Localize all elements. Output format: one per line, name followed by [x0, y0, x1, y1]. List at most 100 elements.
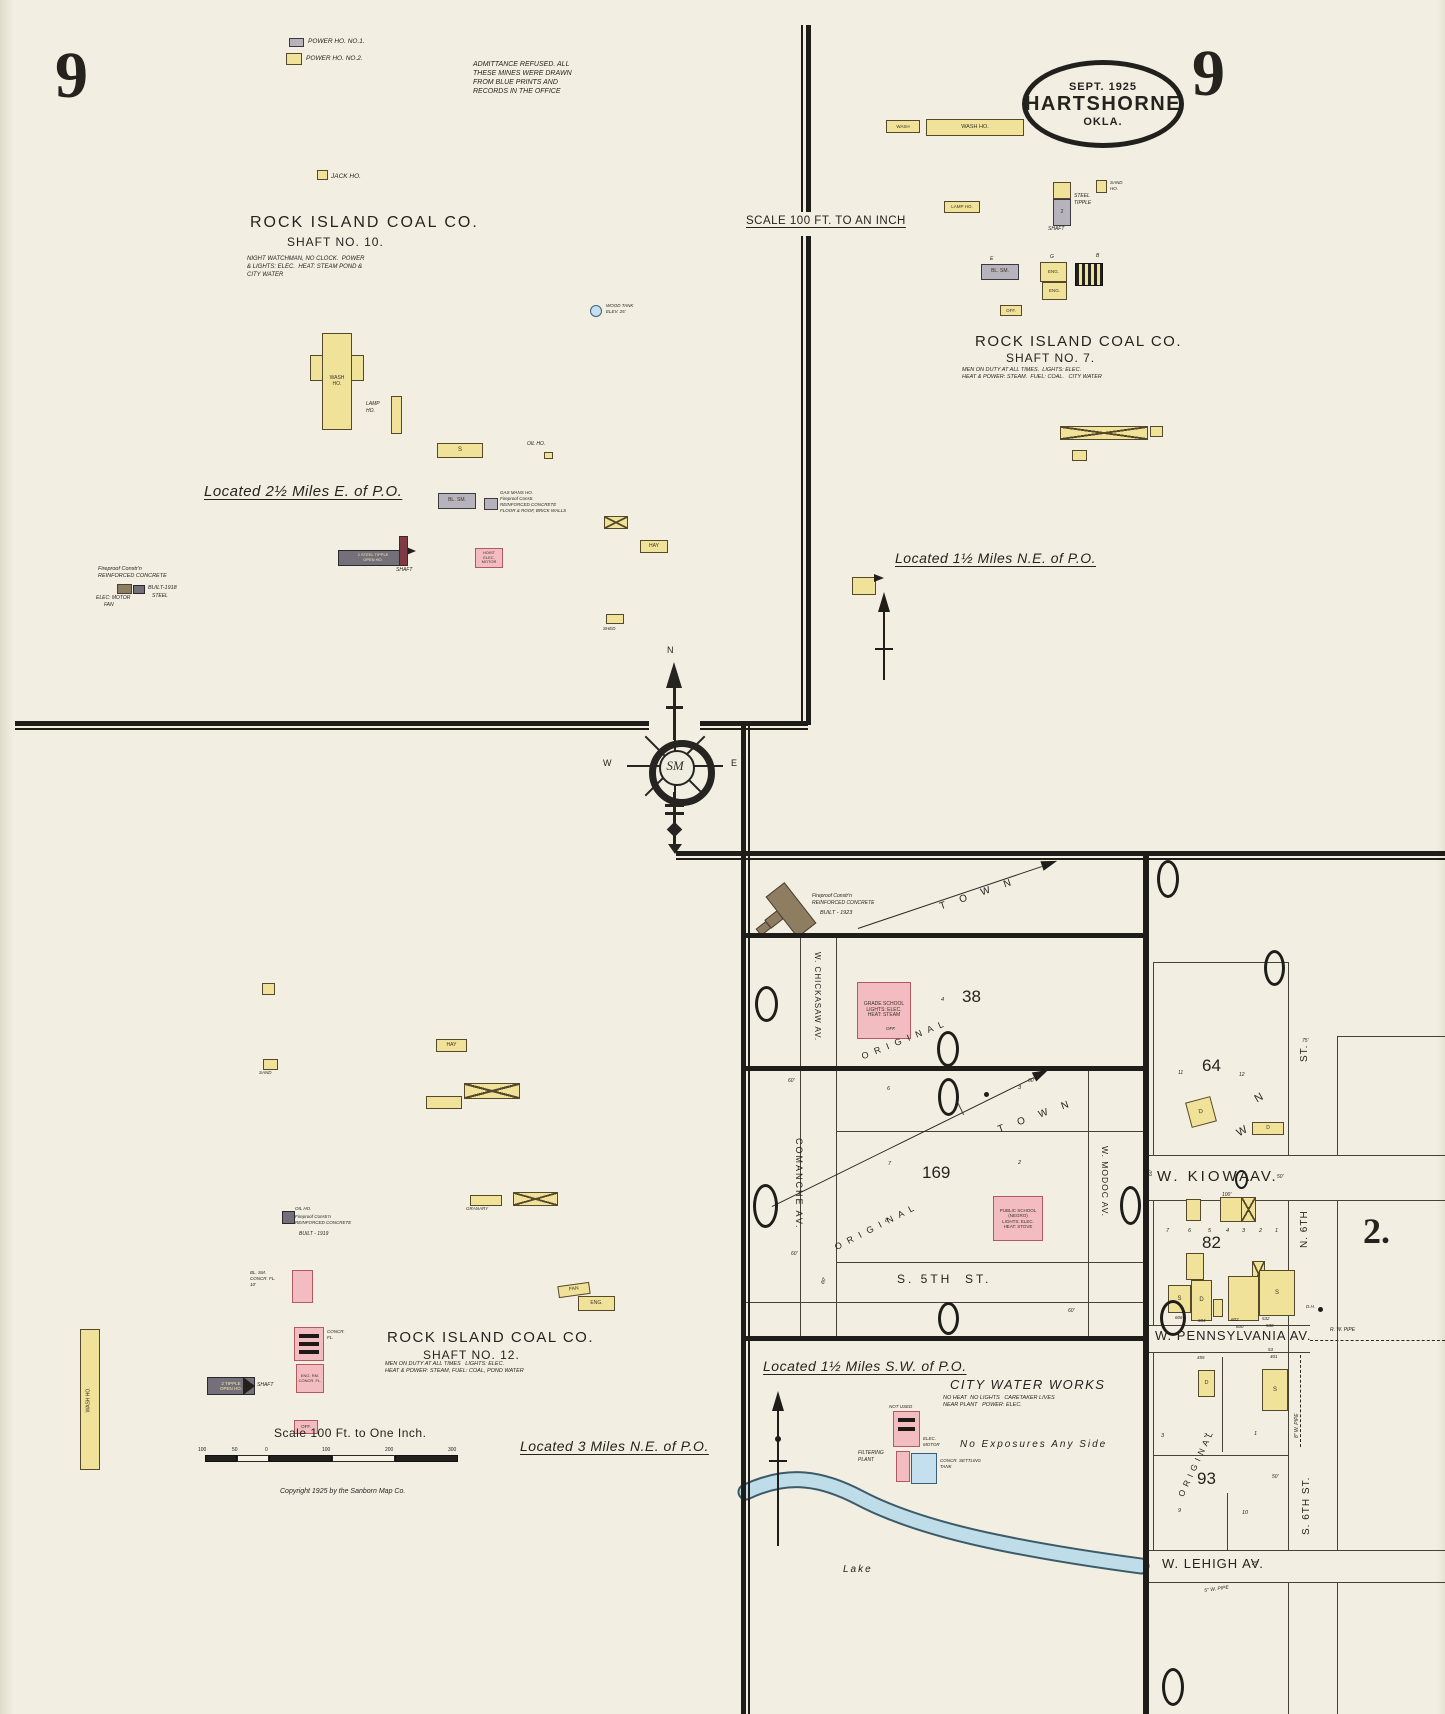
stamp-title: HARTSHORNE [1024, 92, 1182, 115]
compass-inner-circle [659, 750, 695, 786]
label-m50b: 50' [1272, 1474, 1279, 1480]
building-wash12: WASH HO. [80, 1329, 100, 1470]
block-marker-oval [1157, 860, 1179, 898]
label-located-sw: Located 1½ Miles S.W. of P.O. [763, 1358, 967, 1374]
building-shed10-box [606, 614, 624, 624]
building-label: S [1272, 1386, 1277, 1393]
label-elec-motor18: ELEC: MOTOR [96, 595, 131, 601]
grid-line [1153, 1352, 1155, 1550]
building-fan18-box2 [133, 585, 145, 594]
label-s5th-st: S. 5TH ST. [897, 1272, 992, 1286]
building-hoist-box: HOIST ELEC. MOTOR [475, 548, 503, 568]
grid-line [1145, 1325, 1310, 1327]
label-legend-power2: POWER HO. NO.2. [306, 55, 363, 62]
flag-icon [243, 1377, 255, 1395]
building-x12a [464, 1083, 520, 1099]
label-s6th: S. 6TH ST. [1301, 1476, 1312, 1535]
grid-line [1337, 1036, 1339, 1155]
building-sm7b [1072, 450, 1087, 461]
label-located-e: Located 2½ Miles E. of P.O. [204, 483, 403, 500]
building-lamp7: LAMP HO. [944, 201, 980, 213]
flag-icon [404, 546, 416, 556]
north-arrow-tick [769, 1460, 787, 1462]
building-hay12: HAY [436, 1039, 467, 1052]
label-blk169: 169 [922, 1163, 951, 1182]
label-compass-w: W [603, 758, 612, 768]
building-label: GRADE SCHOOL LIGHTS: ELEC. HEAT: STEAM [863, 1000, 905, 1019]
grid-line [1288, 962, 1290, 1155]
label-shaft10-note: NIGHT WATCHMAN, NO CLOCK. POWER & LIGHTS… [247, 256, 365, 278]
building-sand7-box [1096, 180, 1107, 193]
building-label: S [1177, 1295, 1182, 1302]
grid-line [1145, 1352, 1310, 1354]
building-label: LAMP HO. [951, 204, 973, 210]
label-kiowa-av2: AV. [1250, 1168, 1278, 1185]
block-marker-oval [1160, 1300, 1186, 1336]
building-sb-seg5 [395, 1455, 458, 1462]
label-lot3-82: 3 [1242, 1228, 1246, 1234]
label-lot5-82: 5 [1208, 1228, 1212, 1234]
stamp-state: OKLA. [1083, 115, 1123, 128]
machinery-bar [897, 1426, 916, 1431]
block-marker-oval [937, 1031, 959, 1067]
pipe-dashed-line [1310, 1340, 1445, 1341]
building-s-under: S [1262, 1369, 1288, 1411]
label-lot2-93: 2 [1204, 1433, 1208, 1439]
label-lot3-93: 3 [1161, 1433, 1165, 1439]
stamp-date: SEPT. 1925 [1068, 80, 1138, 93]
building-label: ENG. [590, 1299, 603, 1306]
building-label: ENG. [1048, 288, 1060, 294]
label-no-exposures: No Exposures Any Side [960, 1439, 1108, 1450]
building-label: S [1274, 1289, 1279, 1296]
label-scale-inch-note: SCALE 100 FT. TO AN INCH [746, 215, 906, 227]
label-shaft12-title: ROCK ISLAND COAL CO. [387, 1329, 594, 1346]
building-off7: OFF. [1000, 305, 1022, 316]
building-label: 2 STEEL TIPPLE OPEN HO. [357, 552, 389, 562]
grid-line [1145, 1550, 1445, 1552]
border-line [743, 1336, 1145, 1341]
building-d-under: D [1198, 1370, 1215, 1397]
page-number-right: 9 [1192, 37, 1225, 110]
label-shed10-label: SHED [603, 626, 616, 631]
grid-line [1288, 1582, 1290, 1714]
label-built19: BUILT - 1919 [299, 1231, 329, 1237]
label-fireproof19: Fireproof Constr'n REINFORCED CONCRETE [295, 1214, 352, 1225]
building-label: WASH HO. [961, 124, 989, 131]
label-steel-tipple7-label: STEEL TIPPLE [1074, 193, 1092, 206]
label-shaft7-title: ROCK ISLAND COAL CO. [975, 333, 1182, 350]
label-lot11-64: 11 [1178, 1070, 1184, 1076]
label-settling-tank: CONCR. SETTLING TANK [940, 1458, 982, 1469]
building-sL82: S [1259, 1270, 1295, 1316]
label-m50a: 50' [1277, 1174, 1284, 1180]
label-ltr-e: E [990, 256, 994, 262]
label-rw-pipe: R. W. PIPE [1330, 1327, 1356, 1333]
building-wood-tank-circle [590, 305, 602, 317]
map-dot [1317, 1306, 1323, 1312]
label-sand-ho7-label: SAND HO. [1110, 180, 1123, 191]
label-lot2-82: 2 [1259, 1228, 1263, 1234]
label-m25: 25' [1252, 1561, 1259, 1567]
building-tipple12-flag [243, 1377, 255, 1395]
machinery-bar [897, 1418, 916, 1423]
border-line [676, 858, 1445, 860]
label-lot9-93: 9 [1178, 1508, 1182, 1514]
label-shaft10-title: ROCK ISLAND COAL CO. [250, 214, 479, 231]
building-flag-bldg7 [852, 577, 876, 595]
label-dh-label: D.H. [1306, 1304, 1315, 1309]
building-label: S [457, 447, 462, 454]
label-blk38: 38 [962, 987, 981, 1006]
building-granary-box [470, 1195, 502, 1206]
building-label: D [1199, 1297, 1204, 1304]
label-m60f: 60' [1068, 1308, 1075, 1314]
building-sb-seg1 [205, 1455, 237, 1462]
building-label: D [1266, 1124, 1270, 1131]
grid-line [1153, 1455, 1288, 1457]
north-arrow-tick [875, 648, 893, 650]
building-tipple7-top [1053, 182, 1071, 199]
adjacent-sheet-number: 2. [1363, 1211, 1390, 1251]
label-school38-off: OFF. [886, 1026, 896, 1031]
label-lot6-169: 6 [887, 1086, 891, 1092]
building-tipple7-bot: 2 [1053, 199, 1071, 226]
building-tiny12 [262, 983, 275, 995]
